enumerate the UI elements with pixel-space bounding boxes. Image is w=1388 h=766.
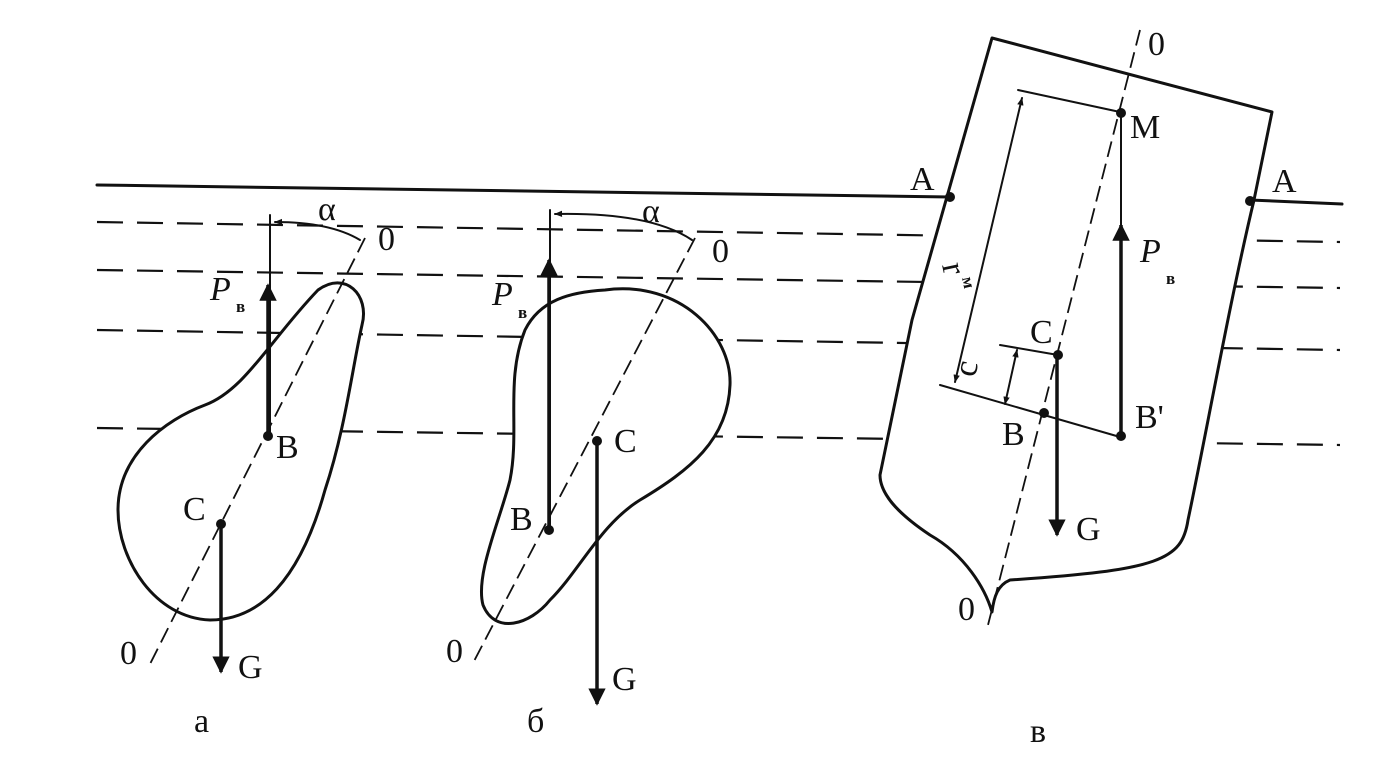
- angle-arc-b: [554, 210, 693, 241]
- axis-top-label-b: 0: [712, 233, 729, 270]
- point-c-dot-v: [1053, 350, 1063, 360]
- body-outline-a: [116, 281, 365, 622]
- point-a-right-label: A: [1272, 163, 1297, 200]
- distance-label-v: c: [947, 357, 986, 379]
- caption-a: а: [194, 703, 209, 740]
- buoyancy-sub-a: в: [236, 297, 245, 316]
- c-dimension-arrow: [1003, 349, 1019, 405]
- axis-bottom-label-b: 0: [446, 633, 463, 670]
- point-c-dot-a: [216, 519, 226, 529]
- b-horizontal-line: [939, 384, 1121, 438]
- buoyancy-sub-v: в: [1166, 269, 1175, 288]
- point-a-left-dot: [945, 192, 955, 202]
- point-c-label-v: C: [1030, 314, 1053, 351]
- point-b-prime-dot: [1116, 431, 1126, 441]
- axis-bottom-label-a: 0: [120, 635, 137, 672]
- buoyancy-label-v: P: [1139, 233, 1161, 270]
- point-a-left-label: A: [910, 161, 935, 198]
- dashed-level-2: [96, 268, 1341, 290]
- buoyancy-label-a: P: [209, 271, 231, 308]
- point-m-label: M: [1130, 109, 1160, 146]
- point-c-dot-b: [592, 436, 602, 446]
- panel-a: α 0 P в B C 0 G а: [116, 191, 395, 740]
- water-surface-line: [95, 183, 952, 199]
- axis-top-label-a: 0: [378, 221, 395, 258]
- body-outline-b: [480, 287, 732, 625]
- angle-label-a: α: [318, 191, 336, 228]
- buoyancy-sub-b: в: [518, 303, 527, 322]
- point-m-dot: [1116, 108, 1126, 118]
- dashed-level-1: [96, 220, 1341, 244]
- point-c-label-a: C: [183, 491, 206, 528]
- panel-v: 0 A A M P в r м c C B B' G 0 в: [878, 26, 1297, 750]
- point-c-label-b: C: [614, 423, 637, 460]
- point-b-label-b: B: [510, 501, 533, 538]
- angle-label-b: α: [642, 193, 660, 230]
- panel-b: α 0 P в C B 0 G б: [446, 193, 732, 740]
- point-b-dot-b: [544, 525, 554, 535]
- axis-line-b: [471, 237, 696, 666]
- weight-label-b: G: [612, 661, 637, 698]
- axis-bottom-label-v: 0: [958, 591, 975, 628]
- point-b-dot-v: [1039, 408, 1049, 418]
- buoyancy-label-b: P: [491, 276, 513, 313]
- point-b-prime-label: B': [1135, 399, 1164, 436]
- weight-label-a: G: [238, 649, 263, 686]
- axis-top-label-v: 0: [1148, 26, 1165, 63]
- caption-b: б: [527, 703, 544, 740]
- point-b-dot-a: [263, 431, 273, 441]
- rm-dimension-arrow: [953, 97, 1024, 383]
- weight-label-v: G: [1076, 511, 1101, 548]
- m-horizontal-line: [1017, 89, 1121, 113]
- caption-v: в: [1030, 713, 1046, 750]
- point-b-label-a: B: [276, 429, 299, 466]
- point-a-right-dot: [1245, 196, 1255, 206]
- axis-line-a: [147, 237, 366, 669]
- axis-line-v: [987, 29, 1141, 626]
- point-b-label-v: B: [1002, 416, 1025, 453]
- angle-arc-a: [274, 218, 361, 241]
- radius-sub-v: м: [958, 275, 979, 291]
- water-surface-line-right: [1248, 198, 1344, 206]
